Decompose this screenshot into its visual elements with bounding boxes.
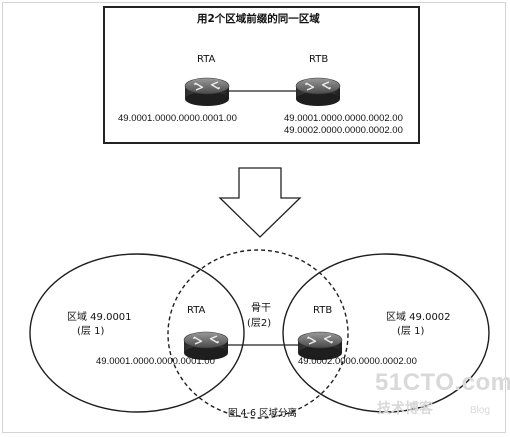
backbone-ellipse [167, 249, 349, 419]
top-rta-label: RTA [197, 54, 216, 65]
watermark-blog: Blog [470, 405, 491, 416]
top-rtb-address-2: 49.0002.0000.0000.0002.00 [284, 125, 403, 136]
down-arrow-icon [218, 167, 302, 238]
top-rtb-address-1: 49.0001.0000.0000.0002.00 [284, 113, 403, 124]
area-left-label: 区域 49.0001 [67, 312, 132, 323]
backbone-label: 骨干 [251, 303, 271, 314]
area-left-ellipse [29, 253, 245, 413]
watermark-site: 51CTO.com [375, 369, 510, 396]
bottom-rtb-label: RTB [313, 305, 333, 316]
bottom-rta-label: RTA [187, 305, 206, 316]
top-rta-address: 49.0001.0000.0000.0001.00 [118, 113, 237, 124]
area-right-level: (层 1) [397, 326, 425, 337]
figure-frame [2, 2, 506, 433]
top-rtb-router-icon [295, 77, 341, 107]
top-rta-router-icon [184, 77, 230, 107]
top-panel [103, 6, 420, 144]
backbone-level: (层2) [247, 318, 272, 329]
area-left-level: (层 1) [77, 326, 105, 337]
area-right-ellipse [282, 253, 490, 413]
figure-caption: 图 4-6 区域分离 [228, 408, 298, 419]
top-panel-title: 用2个区域前缀的同一区域 [197, 13, 320, 25]
top-rtb-label: RTB [309, 54, 329, 65]
bottom-rta-address: 49.0001.0000.0000.0001.00 [96, 356, 215, 367]
watermark-tagline: 技术博客 [377, 401, 433, 417]
area-right-label: 区域 49.0002 [386, 312, 451, 323]
bottom-rtb-address: 49.0002.0000.0000.0002.00 [298, 356, 417, 367]
